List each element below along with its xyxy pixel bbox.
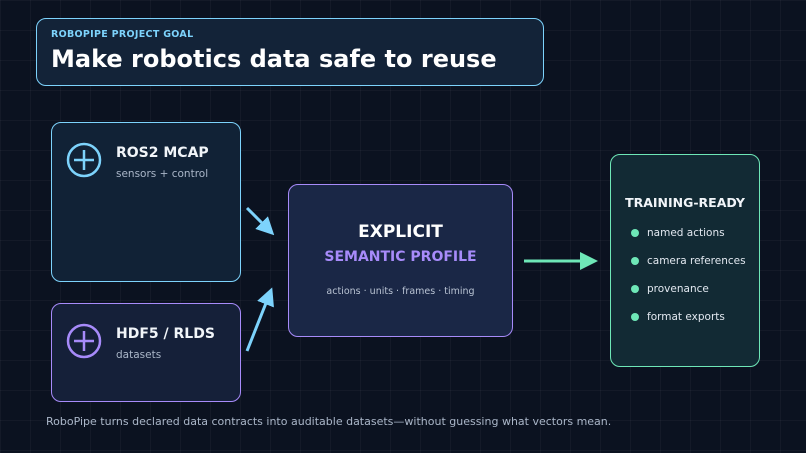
bullet-dot-icon (631, 257, 639, 265)
goal-label: ROBOPIPE PROJECT GOAL (51, 29, 194, 40)
list-item: format exports (631, 309, 746, 337)
source-subtitle: sensors + control (116, 168, 209, 180)
output-title: TRAINING-READY (625, 195, 745, 210)
list-item: provenance (631, 281, 746, 309)
plus-circle-icon (66, 142, 102, 178)
plus-circle-icon (66, 323, 102, 359)
source-subtitle: datasets (116, 349, 162, 361)
training-ready-box: TRAINING-READY named actions camera refe… (610, 154, 760, 367)
bullet-dot-icon (631, 285, 639, 293)
source-box-ros2-mcap: ROS2 MCAP sensors + control (51, 122, 241, 282)
goal-header: ROBOPIPE PROJECT GOAL Make robotics data… (36, 18, 544, 86)
output-list: named actions camera references provenan… (631, 225, 746, 337)
bullet-dot-icon (631, 313, 639, 321)
source-box-hdf5-rlds: HDF5 / RLDS datasets (51, 303, 241, 402)
goal-title: Make robotics data safe to reuse (51, 45, 497, 73)
profile-details: actions · units · frames · timing (326, 286, 475, 297)
footer-caption: RoboPipe turns declared data contracts i… (46, 415, 612, 428)
list-item: camera references (631, 253, 746, 281)
list-item: named actions (631, 225, 746, 253)
source-name: ROS2 MCAP (116, 145, 209, 161)
profile-title: EXPLICIT (358, 222, 443, 242)
source-name: HDF5 / RLDS (116, 326, 215, 342)
semantic-profile-box: EXPLICIT SEMANTIC PROFILE actions · unit… (288, 184, 513, 337)
bullet-dot-icon (631, 229, 639, 237)
profile-subtitle: SEMANTIC PROFILE (324, 249, 477, 265)
